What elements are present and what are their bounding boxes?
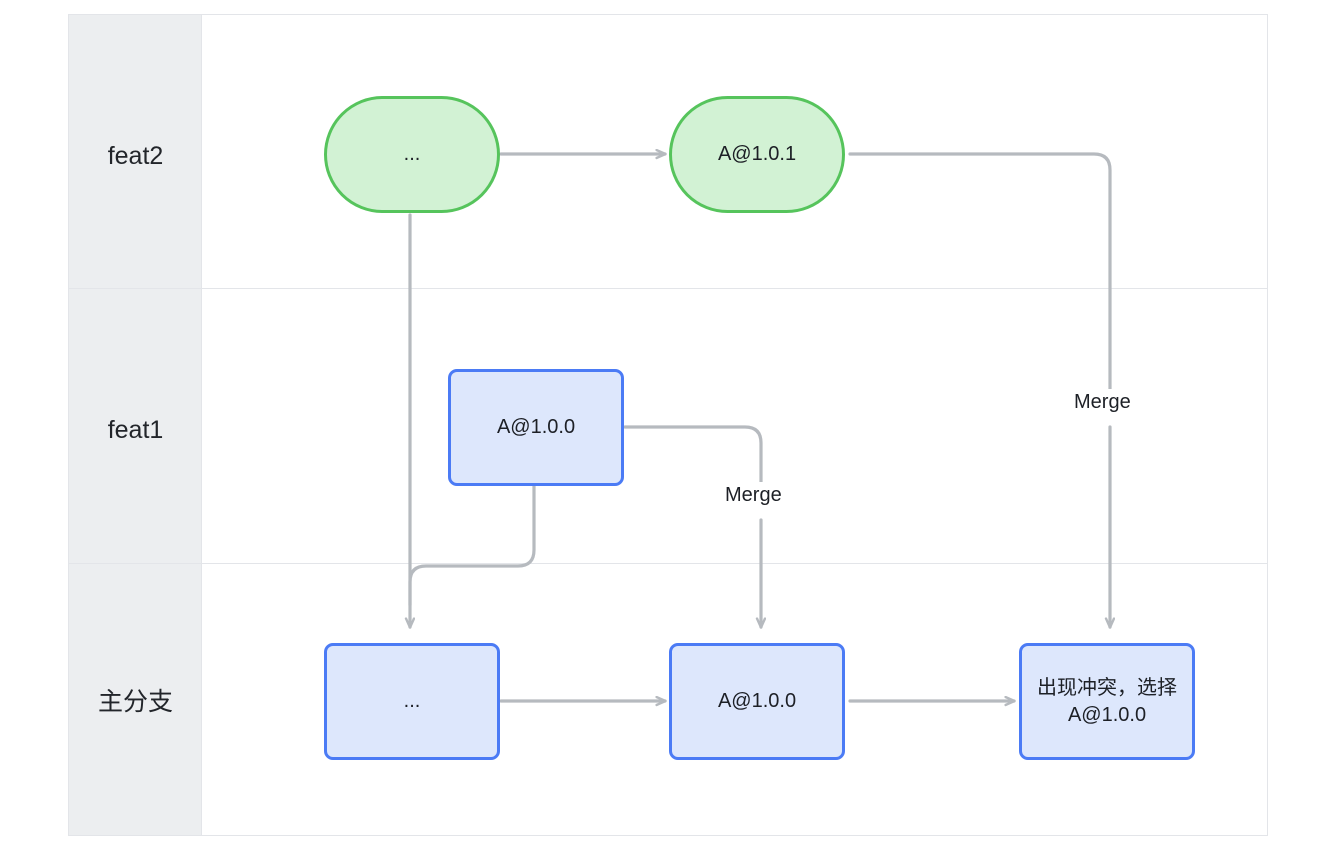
lane-label-feat1: feat1: [107, 416, 164, 444]
node-main-a100[interactable]: A@1.0.0: [669, 643, 845, 760]
lane-label-main: 主分支: [97, 688, 173, 716]
lane-label-column: [69, 15, 202, 835]
node-feat1-a100[interactable]: A@1.0.0: [448, 369, 624, 486]
node-main-dots[interactable]: ...: [324, 643, 500, 760]
edge-label-merge-feat1: Merge: [719, 482, 788, 508]
node-feat2-dots[interactable]: ...: [324, 96, 500, 213]
edge-label-merge-feat2: Merge: [1068, 389, 1137, 415]
edge-feat1a100-to-maindots: [408, 484, 536, 607]
node-feat2-a101[interactable]: A@1.0.1: [669, 96, 845, 213]
node-main-conflict[interactable]: 出现冲突，选择 A@1.0.0: [1019, 643, 1195, 760]
lane-separator-2: [69, 563, 1267, 564]
edge-feat2a101-to-mainconflict-upper: [848, 152, 1112, 395]
edge-feat1a100-to-maina100-upper: [623, 425, 763, 487]
lane-label-feat2: feat2: [107, 142, 164, 170]
lane-separator-1: [69, 288, 1267, 289]
swimlane-diagram: feat2 feat1 主分支: [68, 14, 1268, 836]
